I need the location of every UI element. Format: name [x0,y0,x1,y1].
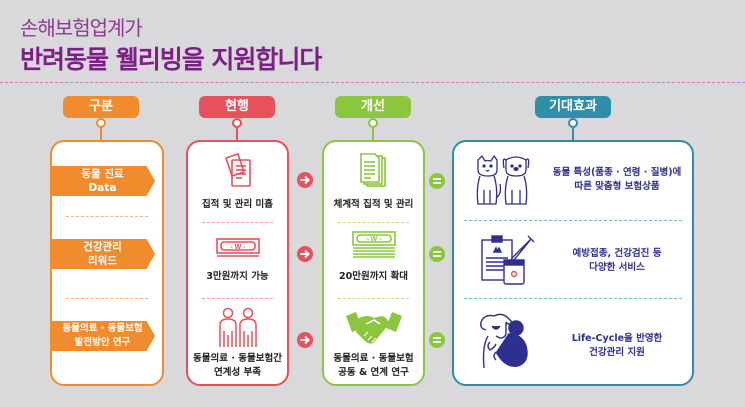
column-header-effect: 기대효과 [535,96,611,118]
column-header-improved: 개선 [335,96,411,118]
current-text-row1: 집적 및 관리 미흡 [201,199,274,210]
current-card: 집적 및 관리 미흡 - W - 3만원까지 가능 동물의료 · 동물보험간 연… [186,140,289,386]
money-icon: - W - [215,237,261,263]
documents-icon [220,152,256,196]
handshake-icon [344,310,404,354]
column-header-current: 현행 [199,96,275,118]
current-text-row3: 동물의료 · 동물보험간 연계성 부족 [193,353,282,378]
svg-text:- W -: - W - [230,244,246,251]
connector-line [572,121,574,140]
connector-dot [232,118,242,128]
row-divider [338,298,409,299]
page-title: 반려동물 웰리빙을 지원합니다 [20,45,322,74]
arrow-right-circle-icon [297,332,313,348]
effect-text-row3: Life-Cycle을 반영한 건강관리 지원 [571,333,663,358]
category-label-row1: 동물 진료 Data [50,166,155,196]
connector-dot [96,118,106,128]
improved-text-row1: 체계적 집적 및 관리 [333,199,414,210]
connector-dot [568,118,578,128]
money-stack-icon: - W - [351,230,397,264]
row-divider [464,220,682,221]
arrow-right-circle-icon [297,246,313,262]
two-people-icon [216,307,260,353]
category-label-row3: 동물의료 · 동물보험 발전방안 연구 [50,321,155,351]
current-text-row2: 3만원까지 가능 [206,271,269,282]
svg-text:- W -: - W - [366,236,382,243]
equals-circle-icon [429,332,445,348]
effect-text-row2: 예방접종, 건강검진 등 다양한 서비스 [572,248,662,273]
row-divider [202,298,273,299]
column-header-category: 구분 [63,96,139,118]
connector-line [236,121,238,140]
effect-text-row1: 동물 특성(품종 · 연령 · 질병)에 따른 맞춤형 보험상품 [552,167,682,192]
connector-dot [368,118,378,128]
medical-clipboard-vaccine-icon [480,232,538,292]
row-divider [66,298,148,299]
improved-card: 체계적 집적 및 관리 - W - 20만원까지 확대 동물의료 · 동물보험 … [322,140,425,386]
improved-text-row2: 20만원까지 확대 [339,271,408,282]
arrow-right-circle-icon [297,172,313,188]
row-divider [464,298,682,299]
header-divider [0,82,745,83]
connector-line [100,121,102,140]
row-divider [202,222,273,223]
category-card: 동물 진료 Data 건강관리 리워드 동물의료 · 동물보험 발전방안 연구 [50,140,164,386]
connector-line [372,121,374,140]
row-divider [66,216,148,217]
person-hugging-dog-icon [478,312,534,374]
category-label-row2: 건강관리 리워드 [50,239,155,269]
documents-icon [359,152,389,194]
improved-text-row3: 동물의료 · 동물보험 공동 & 연계 연구 [333,353,414,378]
equals-circle-icon [429,246,445,262]
cat-and-dog-icon [474,154,532,210]
row-divider [338,222,409,223]
page-subtitle: 손해보험업계가 [20,16,143,40]
equals-circle-icon [429,173,445,189]
effect-card: 동물 특성(품종 · 연령 · 질병)에 따른 맞춤형 보험상품 예방접종, 건… [452,140,694,386]
